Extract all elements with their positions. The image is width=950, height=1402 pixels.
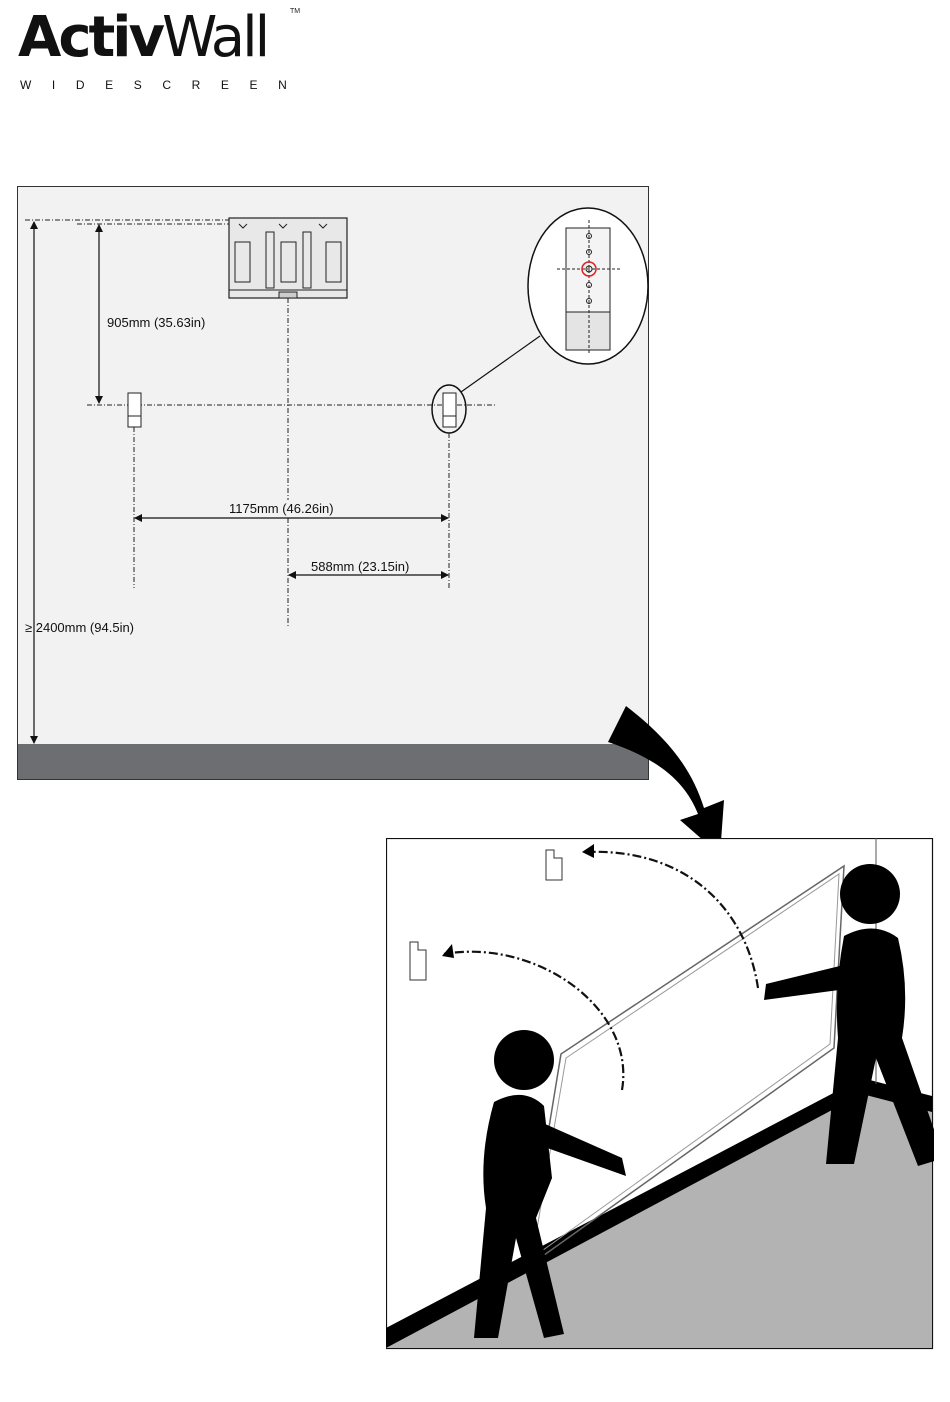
logo-trademark: TM [290, 8, 300, 15]
dim-bracket-drop: 905mm (35.63in) [107, 315, 205, 330]
logo-wordmark: ActivWall [18, 6, 267, 70]
floor-strip [18, 744, 648, 779]
left-floor-bracket [128, 393, 141, 427]
activwall-logo: ActivWall TM WIDESCREEN [18, 6, 308, 96]
wall-mount-plate [229, 218, 347, 298]
installation-scene [386, 838, 934, 1350]
dim-half-span: 588mm (23.15in) [311, 559, 409, 574]
magnifier-circle-icon [528, 208, 648, 364]
logo-brand-regular: Wall [162, 5, 267, 70]
logo-subtitle: WIDESCREEN [20, 78, 307, 92]
dim-bracket-span: 1175mm (46.26in) [229, 501, 334, 516]
curved-arrow-icon [600, 700, 740, 860]
wall-mounting-diagram: 905mm (35.63in) ≥ 2400mm (94.5in) 1175mm… [17, 186, 650, 782]
logo-brand-bold: Activ [18, 5, 162, 70]
dim-min-height: ≥ 2400mm (94.5in) [25, 620, 134, 635]
